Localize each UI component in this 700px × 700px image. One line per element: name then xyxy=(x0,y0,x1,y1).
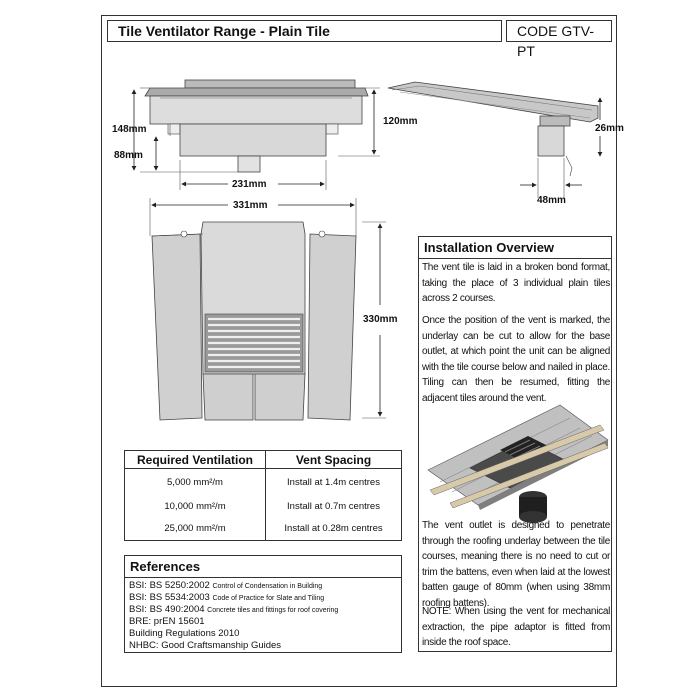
spacing-header: Vent Spacing xyxy=(295,453,372,467)
installation-para-3: The vent outlet is designed to penetrate… xyxy=(422,520,610,609)
ventilation-req-3: 25,000 mm²/m xyxy=(164,523,226,534)
ventilation-spacing-3: Install at 0.28m centres xyxy=(284,523,383,534)
dim-front-body-height: 120mm xyxy=(383,116,418,127)
installation-para-4: NOTE: When using the vent for mechanical… xyxy=(422,606,610,649)
spec-sheet-border xyxy=(101,15,617,687)
dim-front-base-width: 231mm xyxy=(232,179,267,190)
ventilation-req-2: 10,000 mm²/m xyxy=(164,501,226,512)
side-elevation-drawing xyxy=(387,81,603,198)
installation-para-2: Once the position of the vent is marked,… xyxy=(422,315,610,404)
ventilation-spacing-2: Install at 0.7m centres xyxy=(287,501,380,512)
reference-item: BRE: prEN 15601 xyxy=(129,616,205,627)
ventilation-table: Required Ventilation Vent Spacing 5,000 … xyxy=(124,450,402,541)
references-title: References xyxy=(125,556,401,578)
ventilation-req-1: 5,000 mm²/m xyxy=(167,477,223,488)
reference-item: BSI: BS 490:2004 Concrete tiles and fitt… xyxy=(129,604,339,615)
reference-item: BSI: BS 5534:2003 Code of Practice for S… xyxy=(129,592,325,603)
dim-front-height: 148mm xyxy=(112,124,147,135)
dim-plan-width: 331mm xyxy=(233,200,268,211)
front-elevation-drawing xyxy=(131,79,380,236)
plan-view-drawing xyxy=(151,221,386,421)
references-panel: References BSI: BS 5250:2002 Control of … xyxy=(124,555,402,653)
dim-plan-height: 330mm xyxy=(363,314,398,325)
ventilation-spacing-1: Install at 1.4m centres xyxy=(287,477,380,488)
installation-title: Installation Overview xyxy=(419,237,611,259)
ventilation-header: Required Ventilation xyxy=(136,453,253,467)
dim-side-width: 48mm xyxy=(537,195,566,206)
dim-side-height: 26mm xyxy=(595,123,624,134)
reference-item: NHBC: Good Craftsmanship Guides xyxy=(129,640,282,651)
page-title: Tile Ventilator Range - Plain Tile xyxy=(107,20,502,42)
installation-panel: Installation Overview xyxy=(418,236,612,652)
reference-item: BSI: BS 5250:2002 Control of Condensatio… xyxy=(129,580,323,591)
reference-item: Building Regulations 2010 xyxy=(129,628,240,639)
installation-illustration xyxy=(427,404,609,523)
product-code: CODE GTV-PT xyxy=(506,20,612,59)
dim-front-spigot: 88mm xyxy=(114,150,143,161)
installation-para-1: The vent tile is laid in a broken bond f… xyxy=(422,262,610,305)
